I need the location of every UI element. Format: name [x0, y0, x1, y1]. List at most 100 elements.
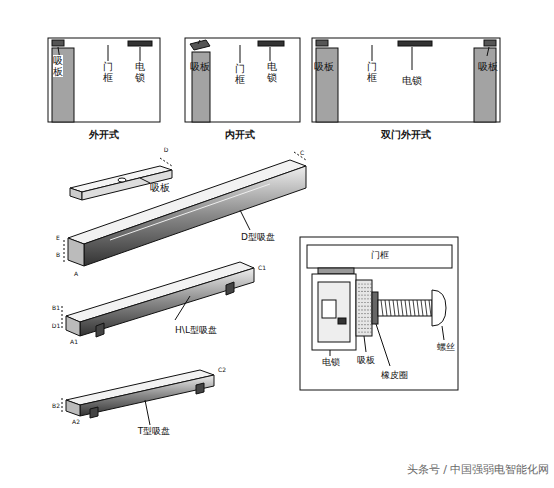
plate-texture	[364, 309, 365, 310]
plate-texture	[367, 317, 368, 318]
plate-texture	[361, 328, 362, 329]
plate-texture	[364, 291, 365, 292]
part-label: 橡皮圈	[381, 371, 408, 381]
dimension-letter: C2	[218, 367, 226, 374]
plate-texture	[370, 283, 371, 284]
plate-texture	[370, 287, 371, 288]
plate-texture	[370, 328, 371, 329]
plate-texture	[367, 313, 368, 314]
plate-texture	[361, 302, 362, 303]
plate-texture	[358, 298, 359, 299]
plate-texture	[358, 332, 359, 333]
plate-texture	[361, 324, 362, 325]
plate-texture	[358, 287, 359, 288]
type-label: T型吸盘	[138, 427, 171, 437]
plate-texture	[358, 328, 359, 329]
plate-texture	[361, 320, 362, 321]
plate-texture	[367, 324, 368, 325]
screw-thread	[405, 300, 407, 316]
plate-texture	[361, 313, 362, 314]
screw-thread	[385, 300, 387, 316]
plate-texture	[364, 295, 365, 296]
dimension-letter: A1	[70, 339, 78, 346]
part-label: 电锁	[135, 61, 145, 83]
plate-texture	[358, 302, 359, 303]
part-label: 螺丝	[437, 343, 455, 353]
plate-texture	[364, 317, 365, 318]
screw-thread	[389, 300, 391, 316]
part-label: 吸板	[53, 55, 63, 77]
plate-texture	[364, 287, 365, 288]
plate-texture	[367, 283, 368, 284]
dimension-letter: E	[56, 235, 60, 242]
screw-thread	[401, 300, 403, 316]
plate-texture	[364, 320, 365, 321]
screw-thread	[393, 300, 395, 316]
plate-texture	[367, 309, 368, 310]
plate-texture	[364, 283, 365, 284]
part-label: 门框	[103, 61, 113, 83]
dimension-letter: C1	[258, 265, 266, 272]
type-label: D型吸盘	[241, 233, 275, 243]
plate-texture	[364, 328, 365, 329]
plate-texture	[361, 332, 362, 333]
plate-texture	[370, 332, 371, 333]
dimension-letter: A	[74, 271, 78, 278]
plate-texture	[364, 302, 365, 303]
plate-texture	[367, 298, 368, 299]
screw-thread	[413, 300, 415, 316]
part-label: 吸板	[190, 61, 210, 72]
plate-texture	[361, 317, 362, 318]
dimension-letter: B2	[52, 403, 60, 410]
plate-texture	[364, 298, 365, 299]
plate-texture	[367, 291, 368, 292]
plate-texture	[370, 309, 371, 310]
screw-thread	[409, 300, 411, 316]
plate-texture	[358, 295, 359, 296]
plate-texture	[361, 309, 362, 310]
plate-texture	[367, 295, 368, 296]
screw-thread	[397, 300, 399, 316]
plate-texture	[358, 309, 359, 310]
part-label: 电锁	[402, 75, 422, 86]
plate-texture	[367, 332, 368, 333]
plate-texture	[367, 302, 368, 303]
part-label: 吸板	[357, 356, 375, 366]
dimension-letter: A2	[72, 419, 80, 426]
plate-texture	[358, 320, 359, 321]
caption: 内开式	[225, 129, 255, 140]
part-label: 门框	[235, 63, 245, 85]
part-label: 吸板	[314, 61, 334, 72]
part-label: 门框	[371, 251, 389, 261]
plate-texture	[361, 283, 362, 284]
plate-texture	[367, 328, 368, 329]
plate-texture	[358, 306, 359, 307]
plate-texture	[361, 291, 362, 292]
plate-texture	[358, 324, 359, 325]
plate-texture	[358, 317, 359, 318]
dimension-letter: B1	[52, 305, 60, 312]
screw-thread	[429, 300, 431, 316]
plate-texture	[367, 320, 368, 321]
screw-thread	[425, 300, 427, 316]
type-label: H\L型吸盘	[175, 326, 217, 336]
caption: 双门外开式	[381, 129, 431, 140]
dimension-letter: D1	[52, 323, 60, 330]
plate-texture	[370, 320, 371, 321]
plate-texture	[367, 287, 368, 288]
watermark: 头条号 / 中国强弱电智能化网	[407, 464, 550, 476]
plate-texture	[370, 313, 371, 314]
plate-texture	[358, 313, 359, 314]
part-label: 门框	[367, 61, 377, 83]
plate-texture	[364, 313, 365, 314]
plate-texture	[370, 317, 371, 318]
plate-texture	[364, 324, 365, 325]
screw-thread	[417, 300, 419, 316]
screw-thread	[381, 300, 383, 316]
part-label: 电锁	[322, 358, 340, 368]
dimension-letter: D	[164, 147, 169, 154]
plate-texture	[370, 324, 371, 325]
plate-texture	[370, 291, 371, 292]
